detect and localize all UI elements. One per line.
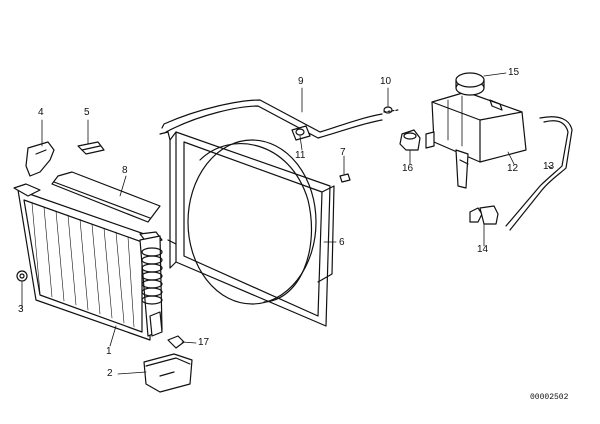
tank-bracket [469, 205, 499, 225]
label-2: 2 [107, 368, 113, 379]
expansion-tank [425, 72, 527, 189]
hose-clip [291, 125, 311, 141]
label-1: 1 [106, 346, 112, 357]
label-13: 13 [543, 161, 555, 172]
label-9: 9 [298, 76, 304, 87]
holder [77, 141, 105, 155]
hose-overflow [505, 116, 573, 231]
screw [339, 173, 351, 183]
fan-shroud [159, 131, 335, 327]
leader-lines [21, 72, 553, 375]
label-8: 8 [122, 165, 128, 176]
label-7: 7 [340, 147, 346, 158]
radiator-mount [143, 353, 193, 393]
level-sensor [399, 129, 421, 151]
grommet [16, 270, 28, 282]
radiator [13, 183, 163, 341]
upper-bracket [25, 141, 55, 177]
label-5: 5 [84, 107, 90, 118]
hose-upper [161, 99, 383, 139]
label-12: 12 [507, 163, 519, 174]
label-11: 11 [295, 150, 306, 161]
label-6: 6 [339, 237, 345, 248]
label-4: 4 [38, 107, 44, 118]
air-duct-strip [51, 171, 161, 223]
label-14: 14 [477, 244, 489, 255]
label-17: 17 [198, 337, 210, 348]
label-3: 3 [18, 304, 24, 315]
label-15: 15 [508, 67, 520, 78]
label-16: 16 [402, 163, 414, 174]
clamp-ring [383, 106, 399, 114]
label-10: 10 [380, 76, 392, 87]
reference-number: 00002502 [530, 393, 569, 402]
